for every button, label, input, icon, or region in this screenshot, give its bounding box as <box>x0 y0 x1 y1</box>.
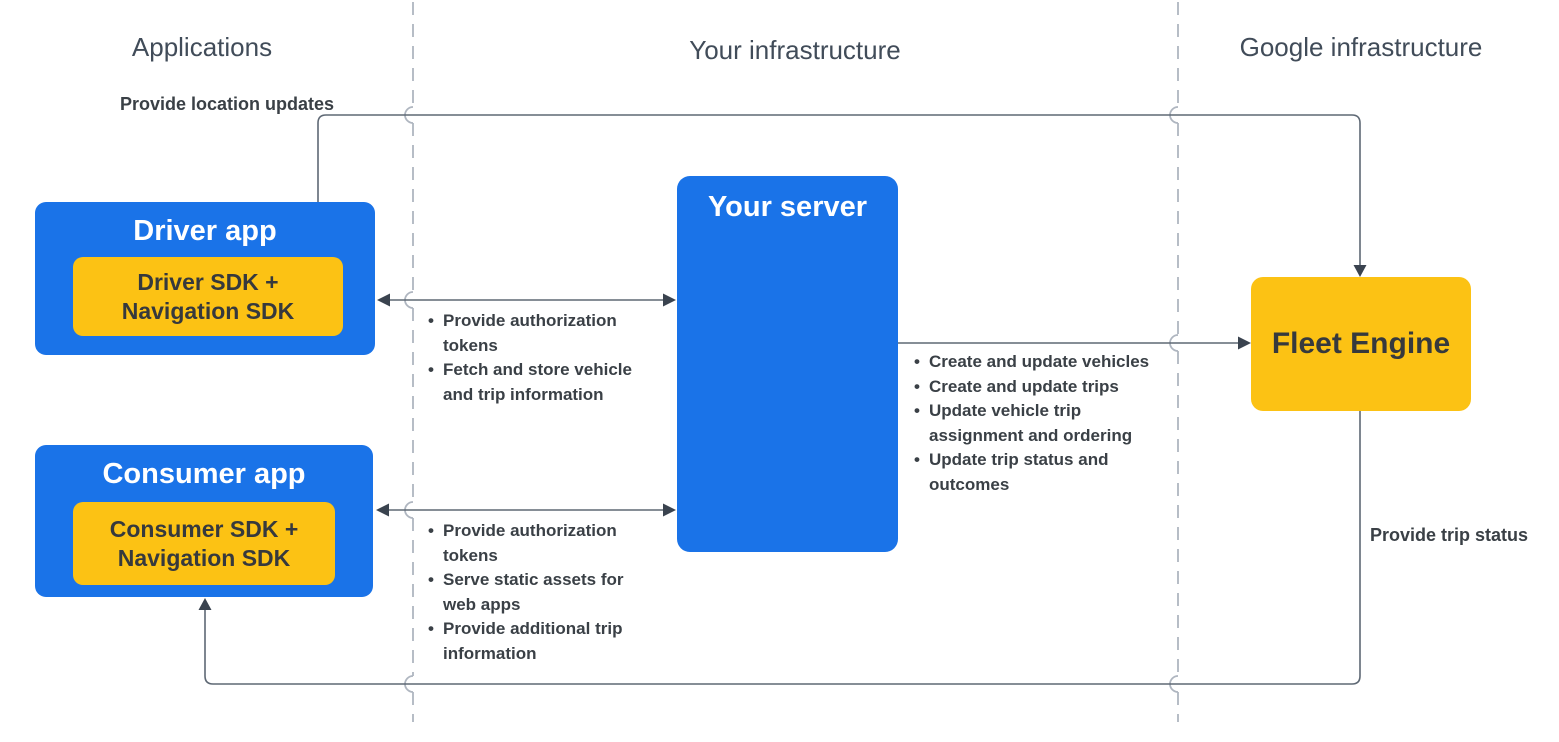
arrowhead-right-icon <box>1238 336 1251 350</box>
list-driver-server: Provide authorization tokensFetch and st… <box>428 309 652 407</box>
arrowhead-up-icon <box>198 598 212 610</box>
node-driver-sdk: Driver SDK + Navigation SDK <box>73 257 343 336</box>
arrowhead-left-icon <box>377 293 390 307</box>
arrowhead-right-icon <box>663 503 676 517</box>
bullet-item: Provide authorization tokens <box>428 309 652 358</box>
fleet-engine-title: Fleet Engine <box>1271 327 1451 360</box>
column-header-applications: Applications <box>131 32 273 62</box>
bullet-item: Fetch and store vehicle and trip informa… <box>428 358 652 407</box>
arrowhead-right-icon <box>663 293 676 307</box>
bullet-item: Provide authorization tokens <box>428 519 633 568</box>
bullet-item: Serve static assets for web apps <box>428 568 633 617</box>
bullet-item: Provide additional trip information <box>428 617 633 666</box>
connector-driver-server <box>377 293 676 307</box>
consumer-app-title: Consumer app <box>102 458 306 490</box>
column-header-your-infrastructure: Your infrastructure <box>689 35 901 65</box>
connector-server-fleet <box>898 336 1251 350</box>
column-divider-left <box>404 2 414 722</box>
bullet-item: Create and update trips <box>914 375 1170 400</box>
node-your-server: Your server <box>677 176 898 552</box>
connector-consumer-server <box>376 503 676 517</box>
arrowhead-left-icon <box>376 503 389 517</box>
arrowhead-down-icon <box>1353 265 1367 277</box>
label-provide-trip-status: Provide trip status <box>1370 525 1529 545</box>
list-consumer-server: Provide authorization tokensServe static… <box>428 519 633 666</box>
node-consumer-sdk: Consumer SDK + Navigation SDK <box>73 502 335 585</box>
label-provide-location-updates: Provide location updates <box>120 94 335 114</box>
column-divider-right <box>1169 2 1179 722</box>
node-driver-app: Driver app Driver SDK + Navigation SDK <box>35 202 375 355</box>
bullet-item: Update vehicle trip assignment and order… <box>914 399 1170 448</box>
node-fleet-engine: Fleet Engine <box>1251 277 1471 411</box>
bullet-item: Update trip status and outcomes <box>914 448 1170 497</box>
your-server-title: Your server <box>707 191 868 223</box>
driver-app-title: Driver app <box>133 215 277 247</box>
node-consumer-app: Consumer app Consumer SDK + Navigation S… <box>35 445 373 597</box>
list-server-fleet: Create and update vehiclesCreate and upd… <box>914 350 1170 497</box>
column-header-google-infrastructure: Google infrastructure <box>1239 32 1483 62</box>
bullet-item: Create and update vehicles <box>914 350 1170 375</box>
